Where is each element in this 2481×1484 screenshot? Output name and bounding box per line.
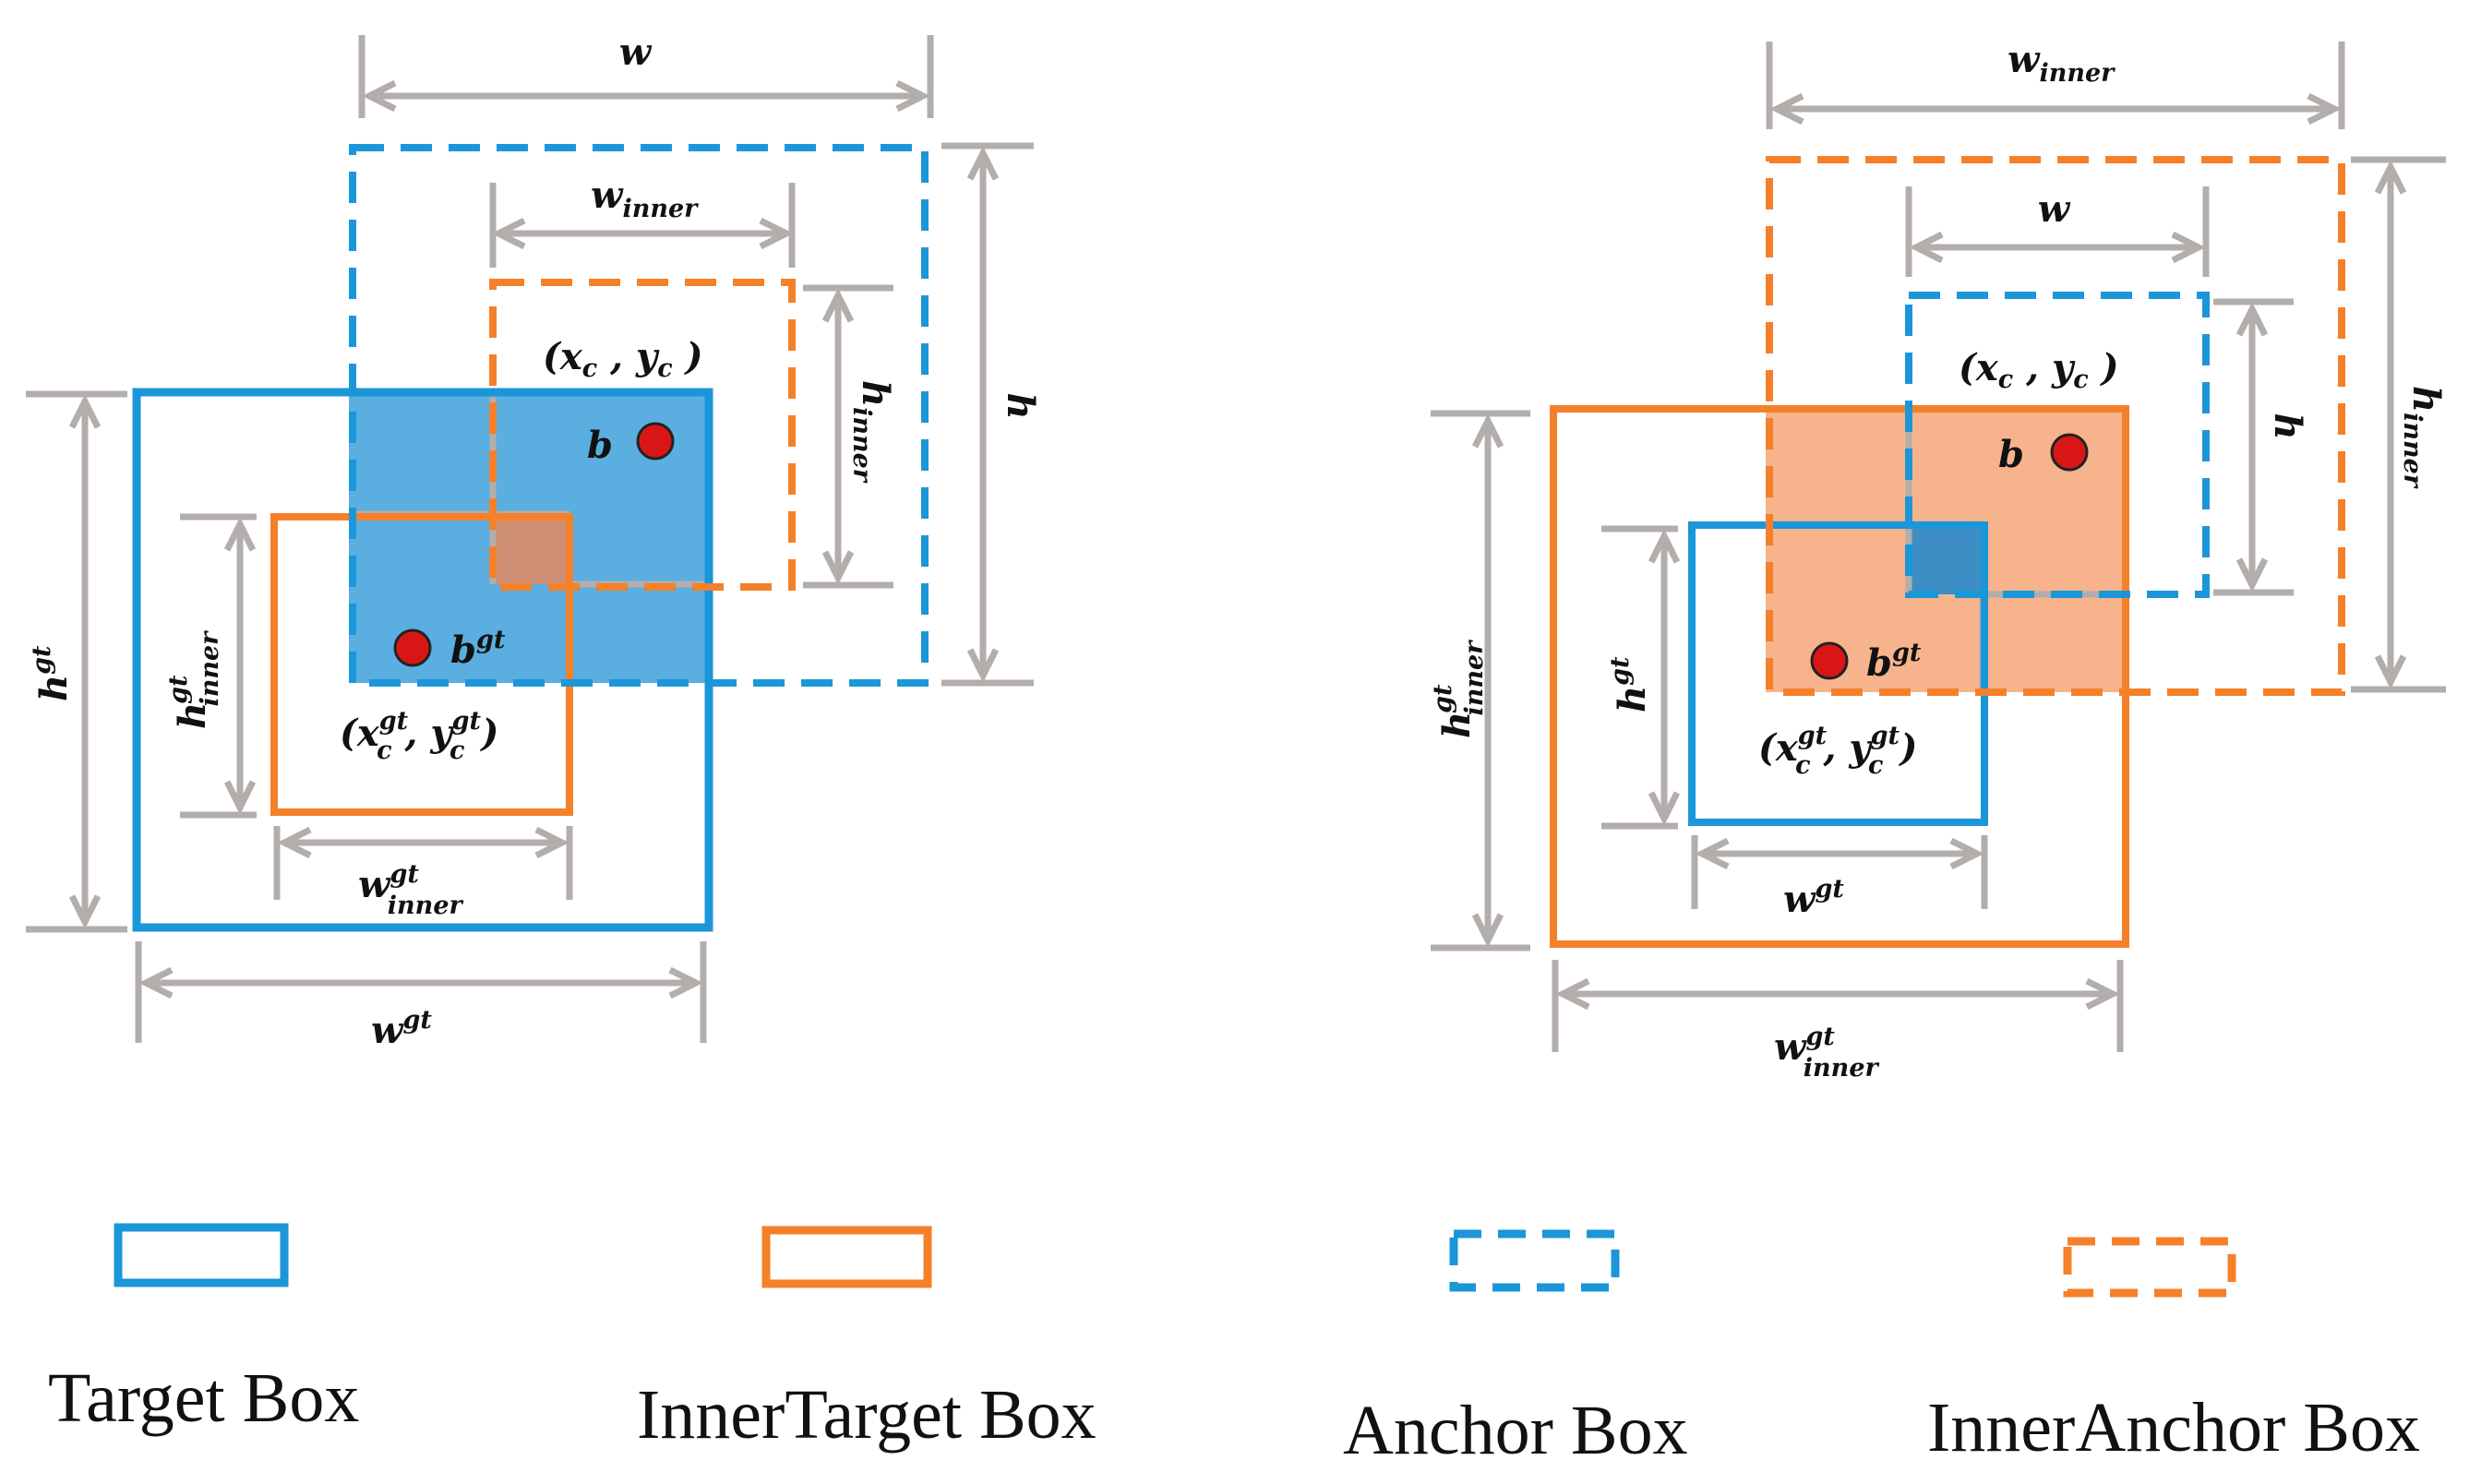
left-anchor-center-point — [636, 422, 675, 461]
right-anchor-center-point — [2050, 433, 2089, 472]
left-b-gt-label: bgt — [450, 626, 506, 672]
legend-target-box-swatch — [114, 1223, 289, 1287]
right-target-center-point — [1810, 641, 1849, 680]
right-h-inner-label: hinner — [2398, 386, 2448, 489]
right-w-gt-dimension — [1691, 835, 1988, 909]
right-w-inner-label: winner — [2008, 38, 2115, 88]
left-h-inner-label: hinner — [847, 380, 897, 484]
legend-target-box-label: Target Box — [48, 1359, 359, 1437]
legend-inner-anchor-box-label: InnerAnchor Box — [1927, 1389, 2420, 1466]
right-inner-overlap-fill — [1909, 524, 1983, 594]
left-panel: w winner h hinner — [26, 30, 1042, 1052]
left-w-dimension — [358, 35, 934, 118]
left-h-inner-dimension — [803, 284, 893, 589]
left-w-label: w — [619, 30, 653, 74]
left-anchor-box — [349, 144, 929, 687]
right-h-inner-dimension — [2351, 156, 2446, 693]
left-h-gt-inner-dimension — [180, 513, 257, 819]
legend-inner-target-box-label: InnerTarget Box — [637, 1376, 1097, 1454]
legend-inner-target-box-swatch — [761, 1226, 932, 1288]
left-h-gt-dimension — [26, 390, 127, 933]
left-inner-overlap-fill — [493, 514, 569, 584]
right-h-dimension — [2213, 298, 2294, 596]
left-target-box — [132, 388, 713, 932]
right-w-inner-dimension — [1766, 42, 2345, 129]
right-b-label: b — [1998, 433, 2024, 476]
left-h-dimension — [941, 142, 1034, 687]
right-h-gt-label: hgt — [1606, 656, 1654, 712]
right-anchor-box — [1905, 292, 2210, 598]
right-inner-target-box — [1550, 405, 2129, 948]
right-h-label: h — [2266, 413, 2309, 439]
legend-anchor-box-swatch — [1449, 1229, 1620, 1292]
right-h-gt-inner-dimension — [1431, 410, 1530, 951]
right-h-gt-dimension — [1601, 525, 1681, 830]
left-b-label: b — [587, 424, 613, 467]
right-w-gt-inner-dimension — [1552, 960, 2124, 1052]
left-h-label: h — [999, 392, 1042, 419]
left-anchor-center-label: (xc , yc ) — [543, 335, 703, 383]
left-inner-anchor-box — [489, 279, 796, 591]
right-w-dimension — [1905, 186, 2210, 277]
left-w-inner-label: winner — [591, 174, 699, 223]
right-target-box — [1688, 521, 1988, 826]
right-inner-anchor-box — [1766, 156, 2345, 696]
legend: Target Box InnerTarget Box Anchor Box In… — [48, 1223, 2420, 1469]
left-target-center-point — [393, 628, 432, 667]
left-w-inner-dimension — [489, 183, 796, 268]
right-panel: winner w hinner h — [1429, 38, 2448, 1083]
legend-anchor-box-label: Anchor Box — [1343, 1392, 1688, 1469]
legend-inner-anchor-box-swatch — [2063, 1237, 2236, 1298]
left-w-gt-dimension — [135, 941, 707, 1043]
right-anchor-center-label: (xc , yc ) — [1959, 346, 2119, 394]
left-w-gt-label: wgt — [371, 1006, 432, 1052]
left-h-gt-label: hgt — [28, 645, 76, 701]
right-b-gt-label: bgt — [1866, 639, 1922, 685]
left-inner-target-box — [270, 513, 573, 816]
right-w-gt-label: wgt — [1783, 875, 1844, 921]
left-w-gt-inner-dimension — [273, 826, 573, 900]
right-w-label: w — [2038, 187, 2071, 231]
